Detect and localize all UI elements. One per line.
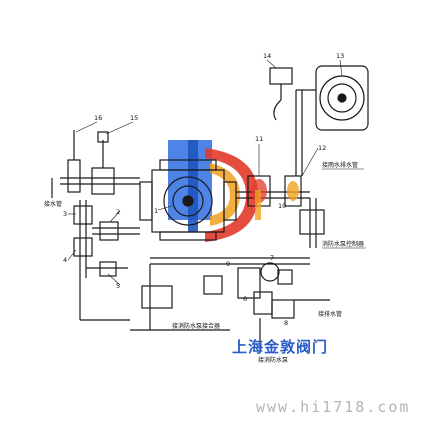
part-4-label: 4: [63, 256, 67, 264]
brand-caption: 上海金敦阀门: [232, 338, 328, 356]
fitting-left-cluster: [203, 275, 223, 295]
part-1-label: 1: [154, 207, 158, 215]
annotations: 接雨水排水管 消防水泵控制器 接水管 接消防水泵接合器 接排水管 接消防水泵: [44, 161, 366, 364]
pipe-network: [51, 65, 369, 350]
part-15-label: 15: [130, 114, 138, 122]
leader-12: [301, 147, 319, 177]
label-bottom: 接消防水泵: [258, 356, 288, 364]
top-cover: [159, 159, 217, 171]
part-5-label: 5: [116, 282, 120, 290]
fitting-5: [99, 261, 117, 277]
leader-13: [339, 59, 343, 77]
logo-red-arc: [205, 148, 258, 242]
fitting-4: [73, 237, 93, 257]
valve-16-body: [67, 159, 81, 193]
label-left-mid: 接水管: [44, 200, 62, 208]
logo-blue-stem: [188, 140, 198, 232]
leader-lines: [67, 59, 343, 286]
valve-14-pipe: [273, 99, 282, 121]
valve-15-body: [91, 167, 115, 195]
inlet-flange: [139, 181, 153, 221]
outlet-flange: [223, 181, 237, 221]
part-8-label: 8: [284, 319, 288, 327]
tank-13: [315, 65, 369, 131]
gauge-7: [260, 262, 280, 282]
leader-5: [107, 273, 121, 286]
part-7-label: 7: [270, 254, 274, 262]
part-2-label: 2: [116, 208, 120, 216]
leader-15: [105, 121, 134, 135]
part-16-label: 16: [94, 114, 102, 122]
part-9-label: 9: [226, 260, 230, 268]
valve-15-cap: [97, 131, 109, 143]
valve-12-accent: [287, 181, 299, 201]
logo-orange-arc: [210, 163, 240, 226]
leader-4: [67, 249, 77, 261]
label-top-right: 接雨水排水管: [322, 161, 358, 169]
valve-12-body: [284, 175, 302, 207]
part-6-label: 6: [243, 295, 247, 303]
fitting-right-cluster: [277, 269, 293, 285]
valve-8-body: [271, 299, 295, 319]
valve-6-body: [253, 291, 273, 315]
main-valve-flange: [163, 176, 213, 226]
part-14-label: 14: [263, 52, 271, 60]
accent-parts: [251, 179, 299, 220]
part-3-label: 3: [63, 210, 67, 218]
label-mid-right: 消防水泵控制器: [322, 240, 364, 248]
valve-14-body: [269, 67, 293, 85]
part-number-labels: 1 2 3 4 5 6 7 8 9 10 11 12 13 14 15 16: [63, 52, 344, 327]
bottom-cover: [159, 231, 217, 241]
valve-9-body: [237, 267, 261, 299]
gauge-13-face: [327, 83, 357, 113]
leader-16: [75, 121, 98, 133]
part-11-label: 11: [255, 135, 263, 143]
main-valve-hub: [182, 195, 194, 207]
main-valve-disc: [172, 185, 204, 217]
company-logo: [168, 140, 258, 242]
leader-2: [109, 210, 121, 223]
gauge-13-center: [337, 93, 347, 103]
fitting-3: [73, 205, 93, 225]
fitting-2: [99, 221, 119, 241]
watermark-url: www.hi1718.com: [256, 398, 410, 416]
part-12-label: 12: [318, 144, 326, 152]
leader-1: [157, 205, 173, 211]
label-right-bottom: 接排水管: [318, 310, 342, 318]
part-10-label: 10: [278, 202, 286, 210]
fitting-10: [299, 209, 325, 235]
label-center-bottom: 接消防水泵接合器: [172, 322, 220, 330]
part-13-label: 13: [336, 52, 344, 60]
leader-14: [266, 59, 277, 69]
valve-11-stem-accent: [255, 190, 261, 220]
fitting-center: [141, 285, 173, 309]
